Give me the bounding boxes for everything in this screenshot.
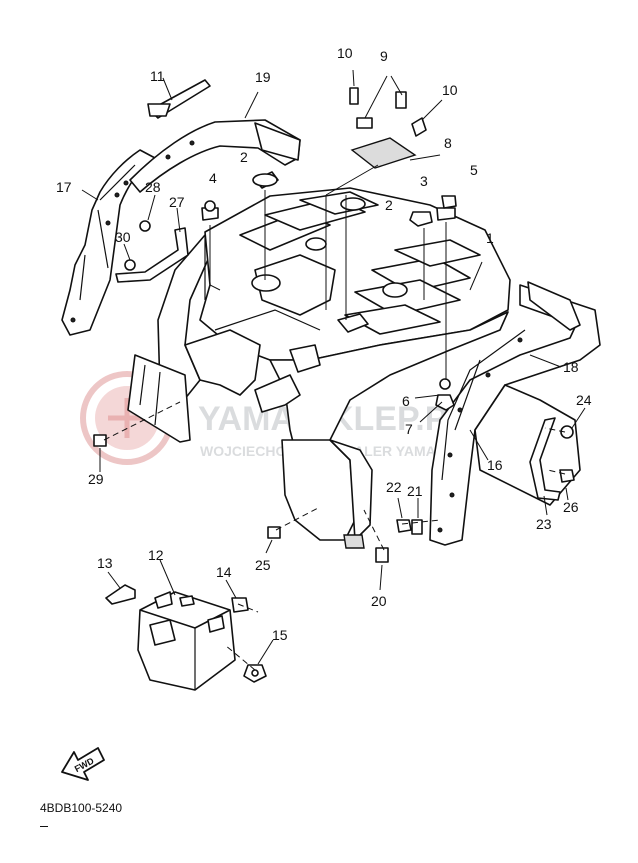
callout-24: 24 <box>576 392 592 408</box>
callout-6: 6 <box>402 393 410 409</box>
callout-7: 7 <box>405 421 413 437</box>
callout-18: 18 <box>563 359 579 375</box>
callout-17: 17 <box>56 179 72 195</box>
callout-15: 15 <box>272 627 288 643</box>
hidden-lines <box>103 401 566 671</box>
callout-12: 12 <box>148 547 164 563</box>
part-18-right-flap <box>429 281 601 546</box>
callout-14: 14 <box>216 564 232 580</box>
callout-30: 30 <box>115 229 131 245</box>
part-12-box <box>137 591 236 691</box>
callout-2: 2 <box>240 149 248 165</box>
callout-5: 5 <box>470 162 478 178</box>
callout-13: 13 <box>97 555 113 571</box>
part-1-rear-fender <box>127 187 511 549</box>
callout-26: 26 <box>563 499 579 515</box>
callout-20: 20 <box>371 593 387 609</box>
callout-21: 21 <box>407 483 423 499</box>
part-23-bracket <box>529 417 561 501</box>
callout-23: 23 <box>536 516 552 532</box>
callout-2b: 2 <box>385 197 393 213</box>
callout-1: 1 <box>486 230 494 246</box>
callout-10: 10 <box>337 45 353 61</box>
callout-8: 8 <box>444 135 452 151</box>
callout-19: 19 <box>255 69 271 85</box>
drawing-code-underline <box>40 826 48 827</box>
part-15-nut <box>243 664 267 683</box>
part-8-9-10-plates <box>349 87 427 169</box>
callout-4: 4 <box>209 170 217 186</box>
callouts: 1 2 2 3 4 5 6 7 8 9 10 10 11 12 13 14 15… <box>56 45 592 643</box>
callout-29: 29 <box>88 471 104 487</box>
callout-9: 9 <box>380 48 388 64</box>
callout-10b: 10 <box>442 82 458 98</box>
leader-lines <box>81 69 586 665</box>
callout-28: 28 <box>145 179 161 195</box>
drawing-code: 4BDB100-5240 <box>40 801 122 815</box>
part-19-trim <box>129 119 301 193</box>
part-2-caps <box>252 171 366 211</box>
callout-11: 11 <box>150 68 165 84</box>
part-13-clip <box>105 584 136 605</box>
callout-3: 3 <box>420 173 428 189</box>
part-11-strap <box>147 79 211 119</box>
part-27-bracket <box>115 220 189 283</box>
callout-27: 27 <box>169 194 185 210</box>
fwd-arrow: FWD <box>61 747 105 781</box>
part-3-4-5-fasteners <box>201 195 457 227</box>
callout-16: 16 <box>487 457 503 473</box>
callout-22: 22 <box>386 479 402 495</box>
callout-25: 25 <box>255 557 271 573</box>
